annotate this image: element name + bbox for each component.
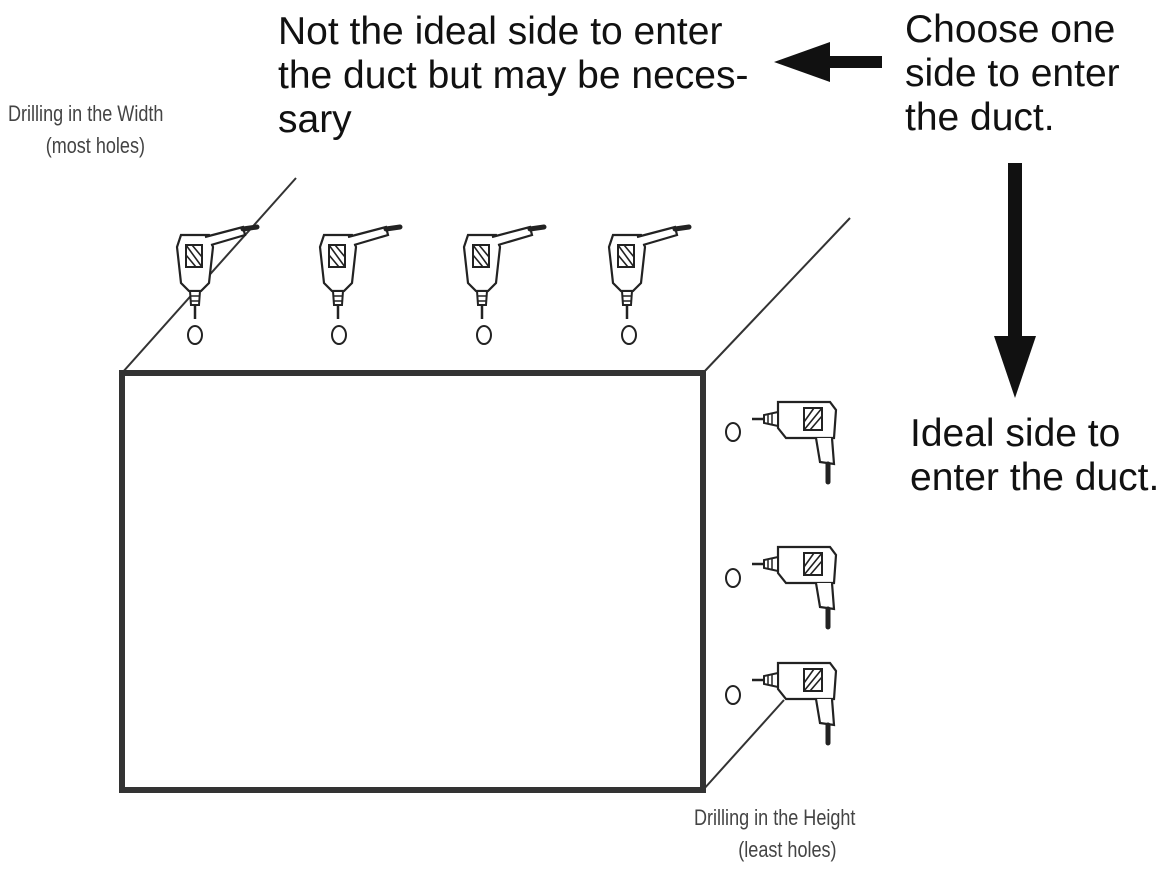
- drill-icon: [177, 227, 257, 319]
- drill-icon: [752, 402, 836, 482]
- drill-icon: [320, 227, 400, 319]
- height-label-title: Drilling in the Height: [694, 805, 856, 830]
- not-ideal-line-1: Not the ideal side to enter: [278, 10, 723, 53]
- width-label-sub: (most holes): [45, 133, 145, 158]
- drill-icon: [609, 227, 689, 319]
- ideal-side-note: Ideal side to enter the duct.: [910, 412, 1159, 500]
- choose-line-1: Choose one: [905, 8, 1116, 51]
- drill-icon: [752, 663, 836, 743]
- not-ideal-note: Not the ideal side to enter the duct but…: [278, 10, 748, 142]
- not-ideal-line-2: the duct but may be neces-: [278, 54, 749, 97]
- arrow-left-icon: [774, 42, 882, 82]
- hole-circle: [725, 422, 741, 442]
- hole-circle: [476, 325, 492, 345]
- drill-icon: [752, 547, 836, 627]
- width-label: Drilling in the Width (most holes): [8, 98, 163, 162]
- height-label: Drilling in the Height (least holes): [694, 802, 855, 866]
- hole-circle: [621, 325, 637, 345]
- arrow-down-icon: [994, 163, 1036, 398]
- hole-circle: [725, 685, 741, 705]
- height-label-sub: (least holes): [738, 837, 837, 862]
- perspective-line-bottom-right: [702, 699, 785, 791]
- perspective-line-top-right: [702, 217, 851, 374]
- width-label-title: Drilling in the Width: [8, 101, 164, 126]
- duct-face: [119, 370, 706, 793]
- choose-line-3: the duct.: [905, 96, 1055, 139]
- choose-side-note: Choose one side to enter the duct.: [905, 8, 1120, 140]
- not-ideal-line-3: sary: [278, 98, 352, 141]
- drill-icon: [464, 227, 544, 319]
- ideal-line-2: enter the duct.: [910, 456, 1160, 499]
- hole-circle: [331, 325, 347, 345]
- choose-line-2: side to enter: [905, 52, 1120, 95]
- hole-circle: [187, 325, 203, 345]
- ideal-line-1: Ideal side to: [910, 412, 1121, 455]
- hole-circle: [725, 568, 741, 588]
